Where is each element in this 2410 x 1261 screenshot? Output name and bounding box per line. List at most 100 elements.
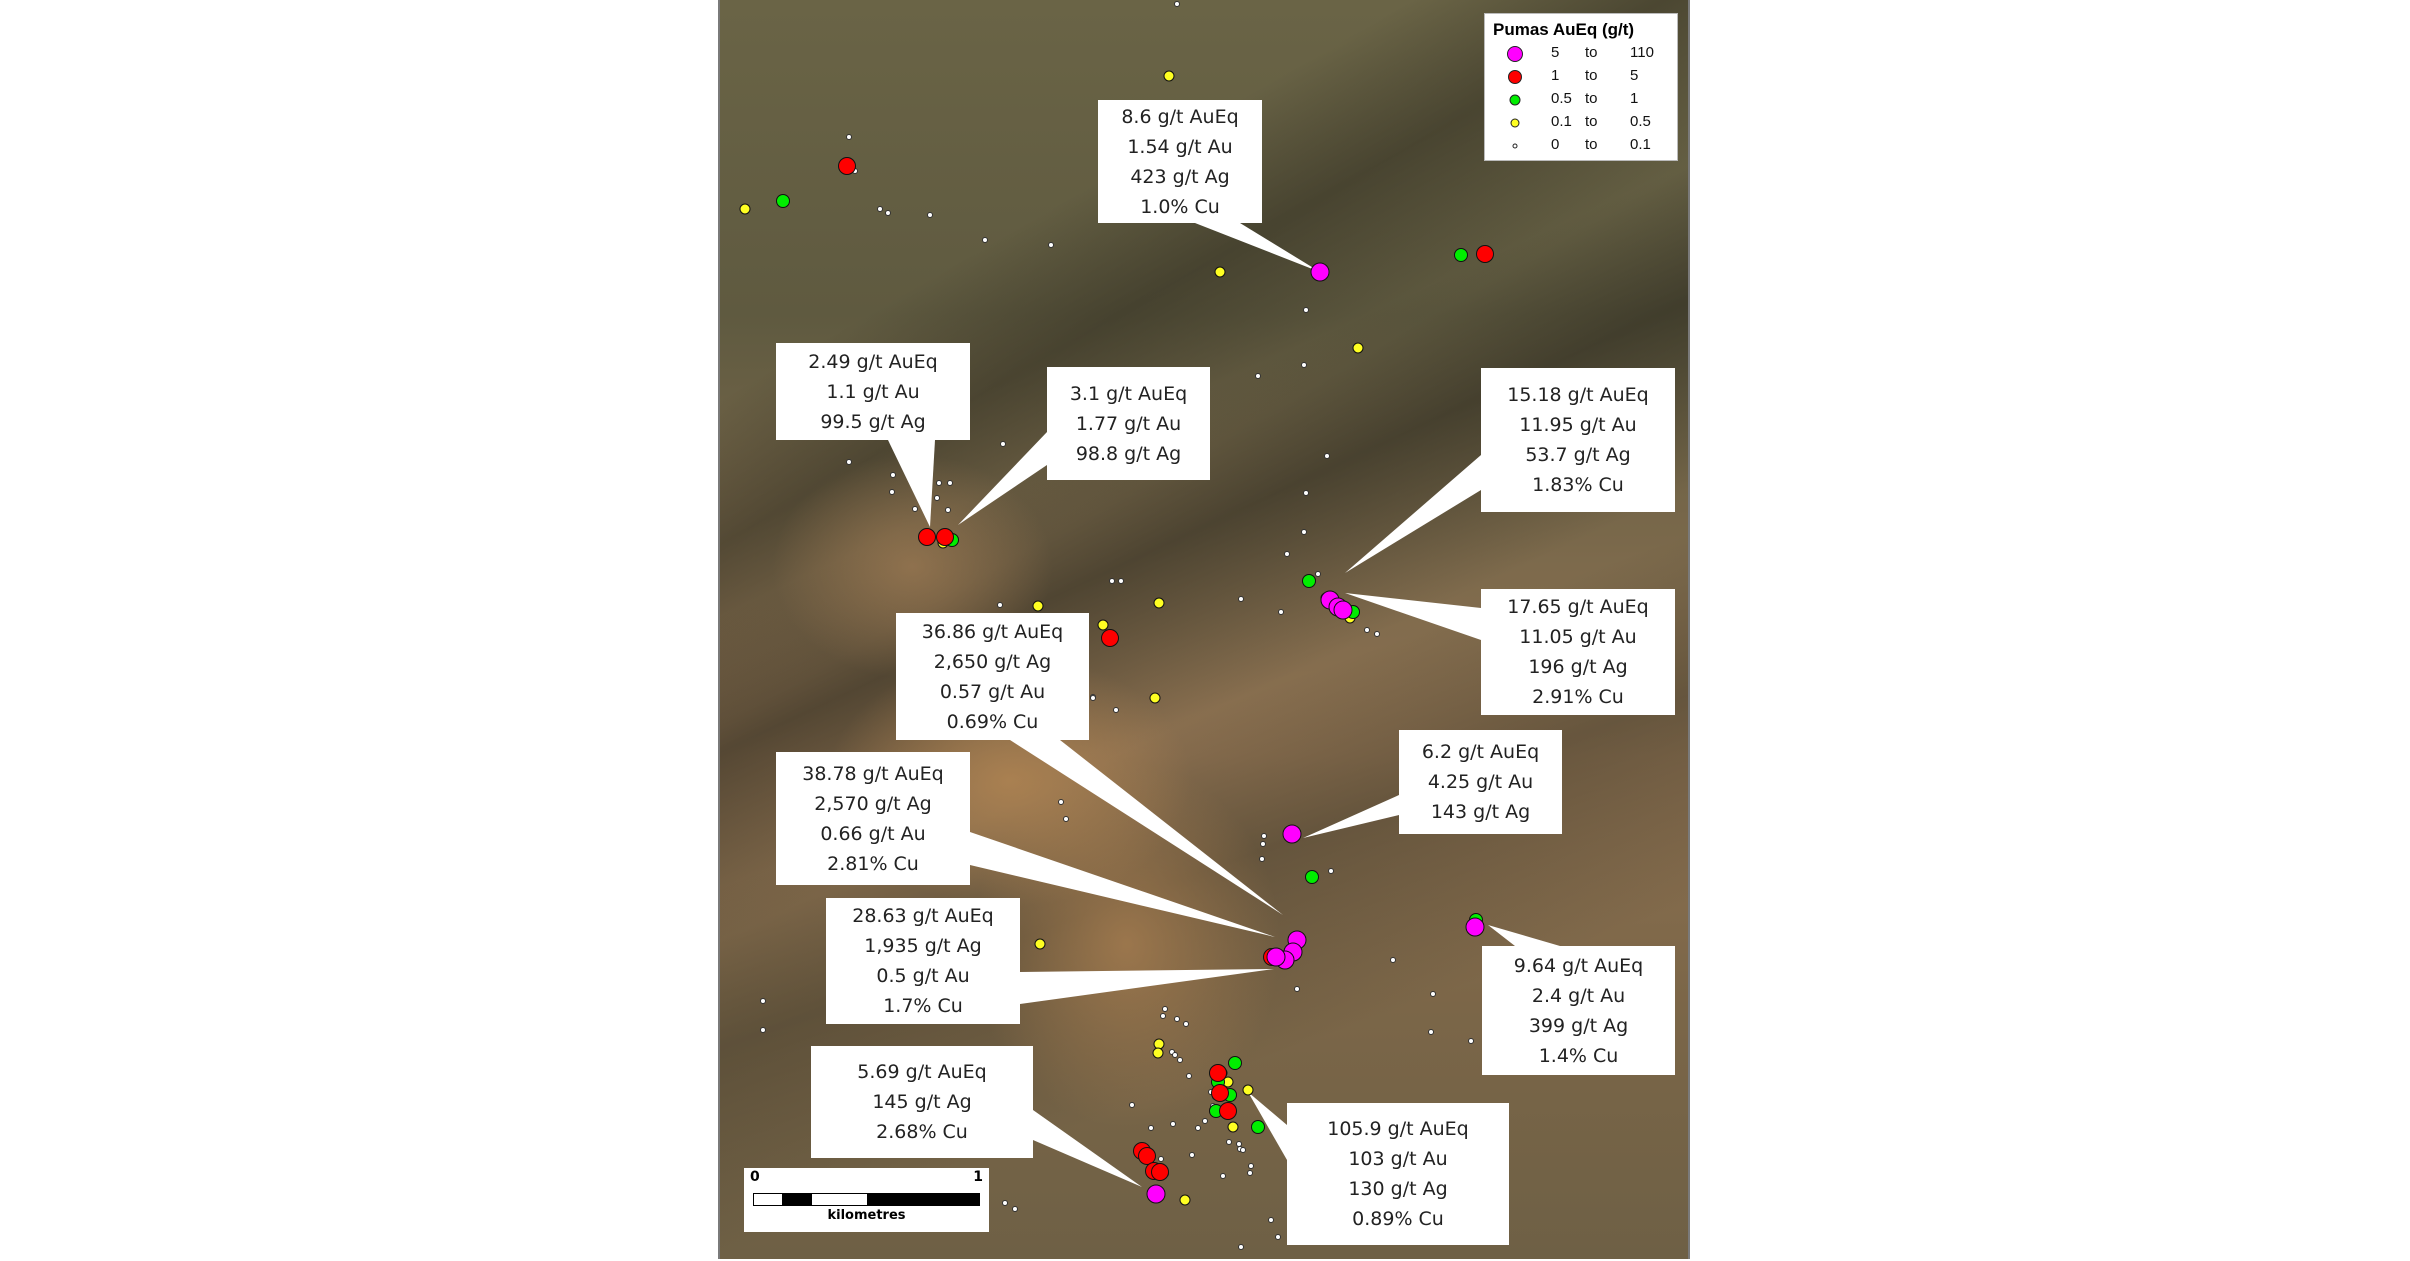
sample-point-white (1430, 991, 1436, 997)
assay-line: 1.77 g/t Au (1075, 412, 1182, 435)
assay-line: 399 g/t Ag (1528, 1014, 1629, 1037)
legend-symbol-icon (1507, 46, 1523, 62)
assay-line: 2.49 g/t AuEq (808, 350, 938, 373)
sample-point-white (1260, 841, 1266, 847)
sample-point-white (1202, 1118, 1208, 1124)
sample-point-white (1315, 571, 1321, 577)
scale-segment (782, 1194, 812, 1205)
scale-unit-label: kilometres (827, 1208, 906, 1223)
scale-bar-graphic (753, 1193, 980, 1206)
sample-point-green (1454, 248, 1468, 262)
assay-line: 5.69 g/t AuEq (857, 1061, 987, 1083)
legend-to: 1 (1630, 90, 1639, 107)
sample-point-white (1118, 578, 1124, 584)
sample-point-red (838, 157, 856, 175)
assay-line: 36.86 g/t AuEq (921, 620, 1064, 643)
sample-point-red (1101, 629, 1119, 647)
sample-point-white (1238, 596, 1244, 602)
assay-line: 2,570 g/t Ag (814, 792, 932, 815)
legend-title: Pumas AuEq (g/t) (1493, 20, 1635, 39)
sample-point-magenta (1146, 1184, 1166, 1204)
assay-line: 0.66 g/t Au (820, 822, 926, 845)
sample-point-red (1476, 245, 1494, 263)
sample-point-white (1374, 631, 1380, 637)
assay-line: 2.68% Cu (876, 1121, 968, 1143)
sample-point-white (1238, 1244, 1244, 1250)
assay-line: 1.83% Cu (1532, 474, 1624, 496)
sample-point-magenta (1465, 917, 1485, 937)
legend-to-word: to (1585, 113, 1598, 130)
sample-point-yellow (1163, 70, 1175, 82)
sample-point-white (1390, 957, 1396, 963)
sample-point-white (1301, 362, 1307, 368)
sample-point-white (1172, 1052, 1178, 1058)
sample-point-yellow (1227, 1121, 1239, 1133)
sample-point-white (1174, 1, 1180, 7)
sample-point-white (934, 495, 940, 501)
sample-point-white (1129, 1102, 1135, 1108)
sample-point-white (1158, 1156, 1164, 1162)
assay-line: 17.65 g/t AuEq (1507, 596, 1649, 618)
sample-point-white (1113, 707, 1119, 713)
legend-from: 0.5 (1551, 90, 1572, 107)
legend-from: 5 (1551, 44, 1560, 61)
sample-point-white (997, 602, 1003, 608)
assay-line: 143 g/t Ag (1430, 801, 1531, 823)
sample-point-white (760, 1027, 766, 1033)
scale-segment (867, 1194, 979, 1205)
assay-line: 11.05 g/t Au (1519, 626, 1637, 648)
sample-point-white (760, 998, 766, 1004)
assay-line: 145 g/t Ag (872, 1091, 972, 1113)
assay-line: 0.5 g/t Au (876, 965, 970, 987)
assay-line: 8.6 g/t AuEq (1121, 105, 1239, 128)
assay-line: 0.57 g/t Au (939, 680, 1046, 703)
sample-point-white (1324, 453, 1330, 459)
sample-point-white (1048, 242, 1054, 248)
sample-point-white (1063, 816, 1069, 822)
sample-point-green (1305, 870, 1319, 884)
sample-point-white (877, 206, 883, 212)
sample-point-yellow (1149, 692, 1161, 704)
sample-point-white (1186, 1073, 1192, 1079)
sample-point-white (912, 506, 918, 512)
legend-symbol-icon (1509, 94, 1521, 106)
sample-point-white (1328, 868, 1334, 874)
scale-bar: 0 1 kilometres (744, 1168, 989, 1232)
legend-from: 1 (1551, 67, 1560, 84)
assay-line: 0.69% Cu (946, 710, 1039, 733)
sample-point-red (1211, 1084, 1229, 1102)
sample-point-yellow (1034, 938, 1046, 950)
assay-line: 2,650 g/t Ag (933, 650, 1052, 673)
sample-point-white (1364, 627, 1370, 633)
sample-point-white (1177, 1057, 1183, 1063)
sample-point-yellow (739, 203, 751, 215)
sample-point-red (1219, 1102, 1237, 1120)
sample-point-white (1109, 578, 1115, 584)
sample-point-white (1294, 986, 1300, 992)
sample-point-yellow (1214, 266, 1226, 278)
assay-line: 6.2 g/t AuEq (1421, 741, 1540, 763)
sample-point-green (1302, 574, 1316, 588)
assay-line: 15.18 g/t AuEq (1507, 384, 1649, 406)
legend-symbol-icon (1508, 70, 1522, 84)
sample-point-red (936, 528, 954, 546)
scale-end-label: 1 (973, 1169, 983, 1185)
sample-point-white (1303, 307, 1309, 313)
sample-point-white (1220, 1173, 1226, 1179)
sample-point-red (918, 528, 936, 546)
assay-line: 1,935 g/t Ag (864, 935, 982, 957)
sample-point-white (1247, 1170, 1253, 1176)
sample-point-magenta (1282, 824, 1302, 844)
sample-point-white (1428, 1029, 1434, 1035)
sample-point-white (1255, 373, 1261, 379)
